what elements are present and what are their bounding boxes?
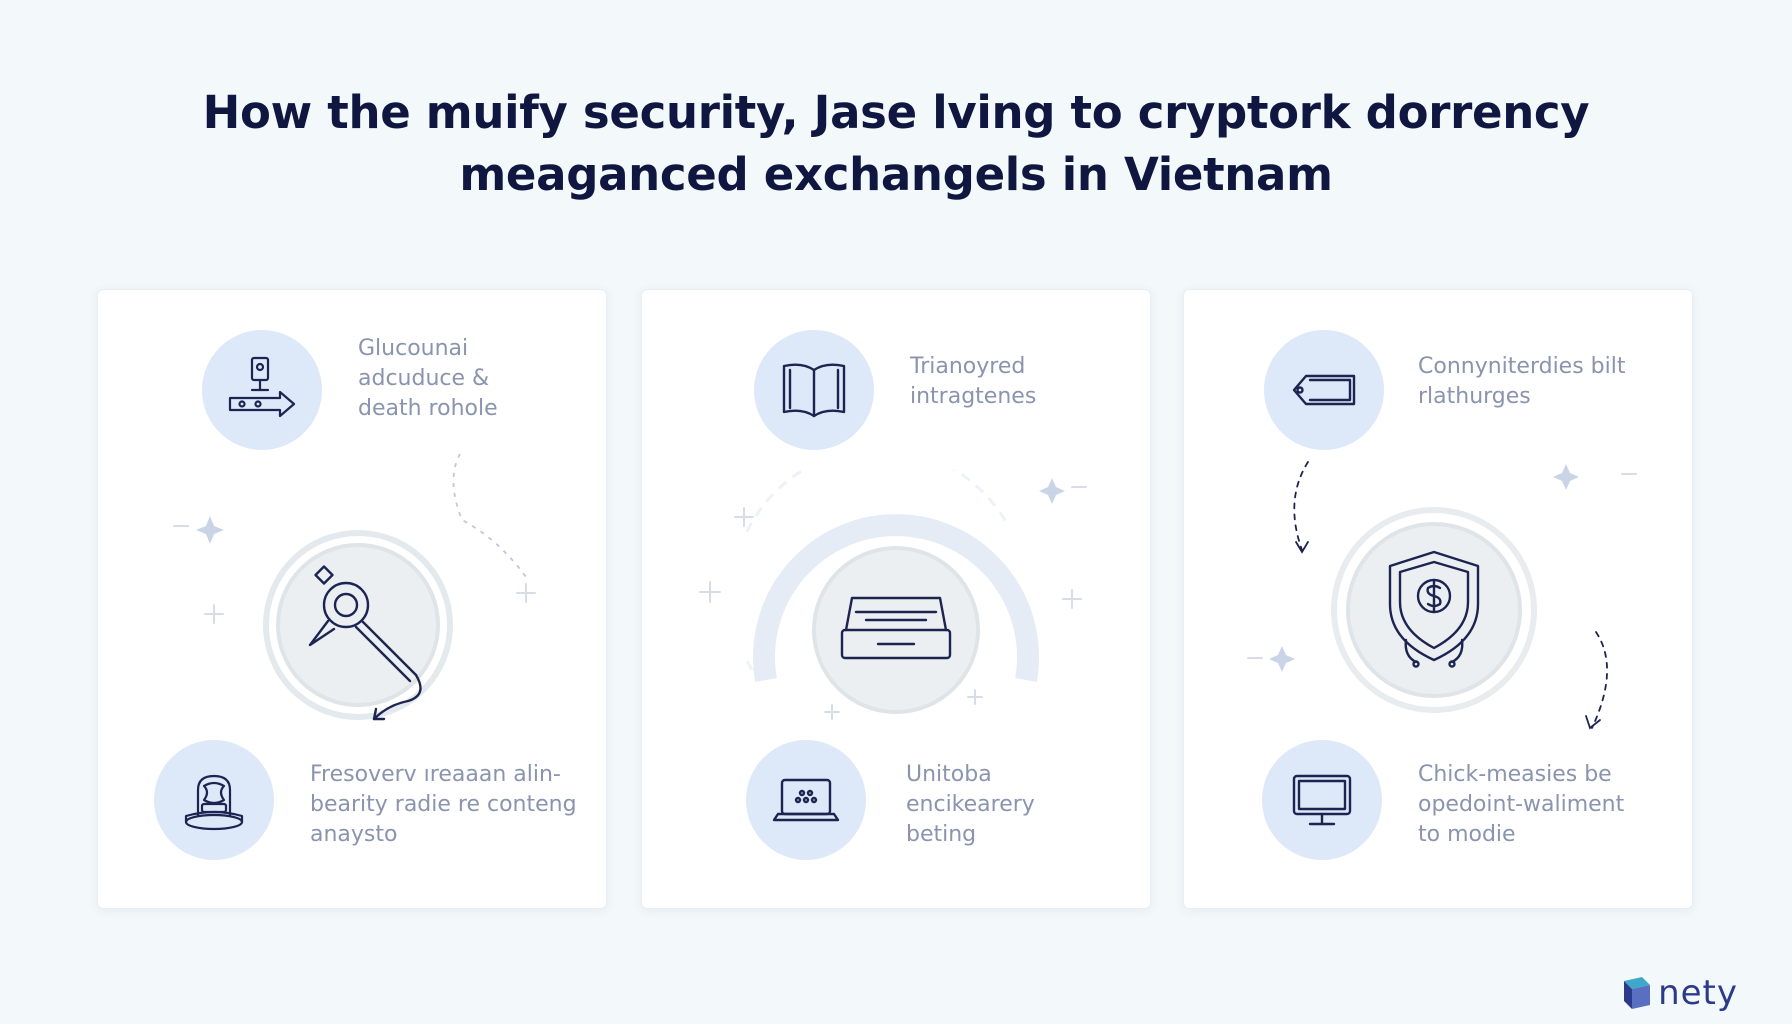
card-2: Trianoyred intragtenes Unitoba encikeare… xyxy=(641,289,1151,909)
card-1-top-label: Glucounai adcuduce & death rohole xyxy=(358,336,498,421)
laptop-icon xyxy=(746,740,866,860)
tag-card-icon xyxy=(1264,330,1384,450)
magnifier-key-icon xyxy=(238,505,478,745)
kiosk-arrow-icon xyxy=(202,330,322,450)
open-book-icon xyxy=(754,330,874,450)
hardware-wallet-icon xyxy=(730,447,1046,770)
title-line-2: meaganced exchangels in Vietnam xyxy=(459,148,1333,201)
page-title: How the muify security, Jase lving to cr… xyxy=(0,82,1792,206)
pedestal-device-icon xyxy=(154,740,274,860)
logo-mark-icon xyxy=(1624,977,1651,1009)
card-3-top-label: Connyniterdies bilt rlathurges xyxy=(1418,354,1626,409)
monitor-icon xyxy=(1262,740,1382,860)
card-3: Connyniterdies bilt rlathurges Chick-mea… xyxy=(1183,289,1693,909)
card-1-bottom-label: Fresoverv ıreaaan alin- bearity radie re… xyxy=(310,762,577,847)
card-2-top-label: Trianoyred intragtenes xyxy=(910,354,1037,409)
card-2-bottom-label: Unitoba encikearery beting xyxy=(906,762,1035,847)
logo-text: nety xyxy=(1658,973,1738,1013)
title-line-1: How the muify security, Jase lving to cr… xyxy=(202,86,1590,139)
logo: nety xyxy=(1622,970,1738,1016)
card-3-bottom-label: Chick-measies be opedoint-waliment to mo… xyxy=(1418,762,1625,847)
shield-dollar-icon xyxy=(1324,500,1544,720)
card-1: Glucounai adcuduce & death rohole xyxy=(97,289,607,909)
